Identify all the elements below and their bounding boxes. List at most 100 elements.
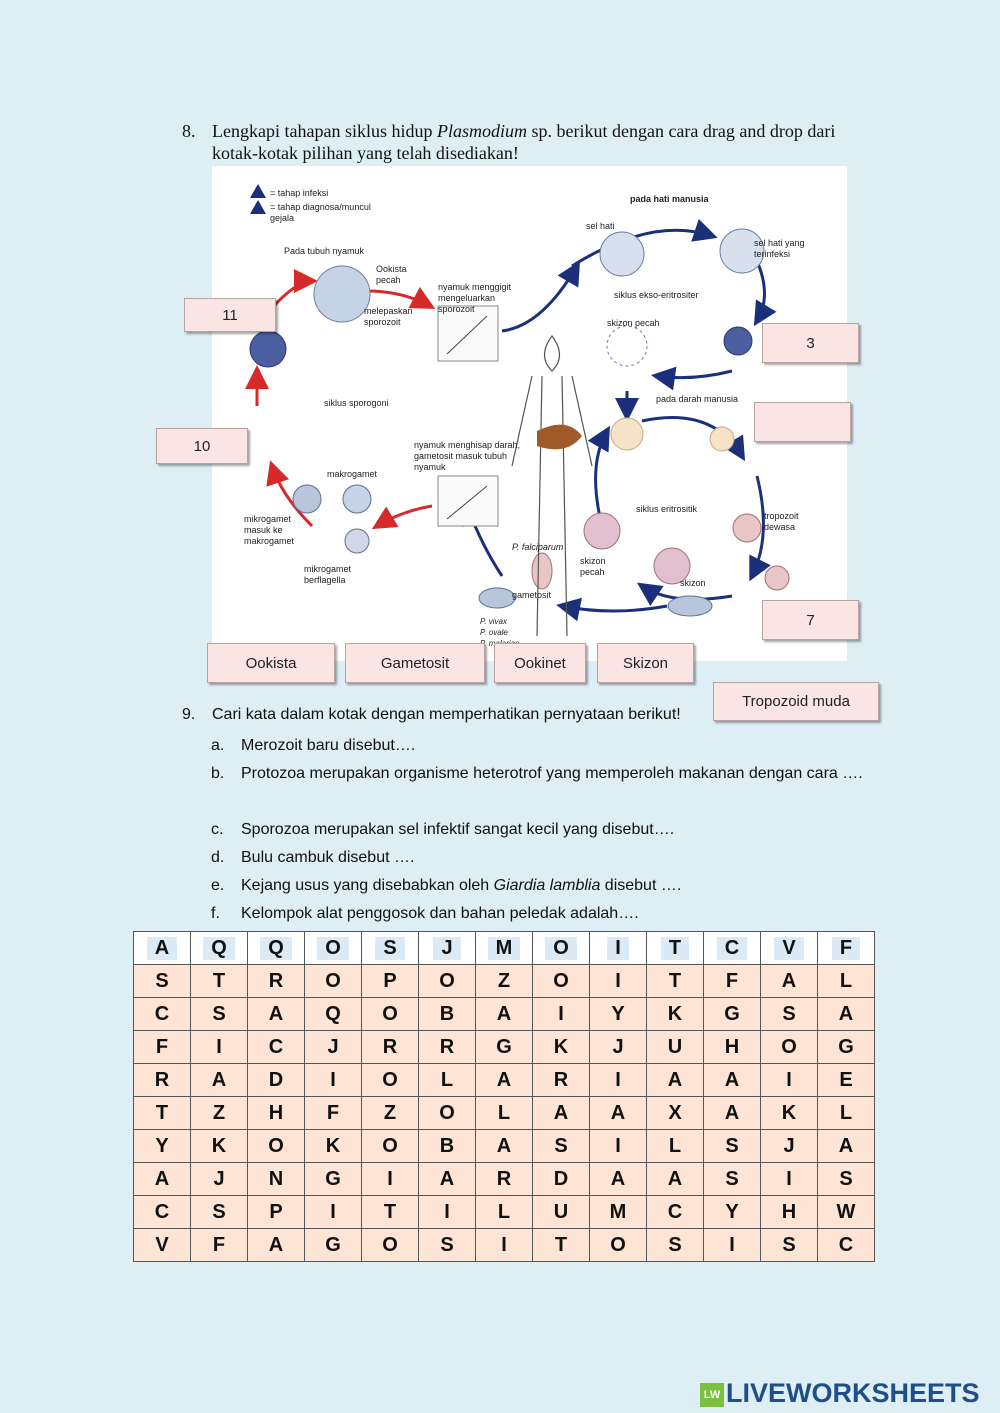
grid-cell[interactable]: O <box>361 1228 419 1262</box>
grid-cell[interactable]: A <box>589 1096 647 1130</box>
grid-cell[interactable]: W <box>817 1195 875 1229</box>
grid-cell[interactable]: S <box>703 1162 761 1196</box>
grid-cell[interactable]: A <box>703 1096 761 1130</box>
grid-cell[interactable]: A <box>646 1162 704 1196</box>
grid-cell[interactable]: P <box>361 964 419 998</box>
grid-cell[interactable]: S <box>760 1228 818 1262</box>
draggable-gametosit[interactable]: Gametosit <box>345 643 485 683</box>
grid-cell[interactable]: G <box>817 1030 875 1064</box>
grid-cell[interactable]: V <box>133 1228 191 1262</box>
drop-zone-11[interactable]: 11 <box>184 298 276 332</box>
grid-cell[interactable]: M <box>475 931 533 965</box>
grid-cell[interactable]: R <box>361 1030 419 1064</box>
drop-zone-7[interactable]: 7 <box>762 600 859 640</box>
draggable-ookista[interactable]: Ookista <box>207 643 335 683</box>
grid-cell[interactable]: G <box>304 1162 362 1196</box>
grid-cell[interactable]: L <box>418 1063 476 1097</box>
grid-cell[interactable]: A <box>133 931 191 965</box>
grid-cell[interactable]: A <box>817 1129 875 1163</box>
grid-cell[interactable]: T <box>190 964 248 998</box>
grid-cell[interactable]: A <box>646 1063 704 1097</box>
grid-cell[interactable]: O <box>361 997 419 1031</box>
grid-cell[interactable]: A <box>190 1063 248 1097</box>
grid-cell[interactable]: I <box>304 1195 362 1229</box>
grid-cell[interactable]: A <box>475 1063 533 1097</box>
grid-cell[interactable]: I <box>532 997 590 1031</box>
grid-cell[interactable]: G <box>475 1030 533 1064</box>
grid-cell[interactable]: C <box>817 1228 875 1262</box>
grid-cell[interactable]: A <box>760 964 818 998</box>
grid-cell[interactable]: I <box>589 931 647 965</box>
grid-cell[interactable]: K <box>304 1129 362 1163</box>
grid-cell[interactable]: F <box>703 964 761 998</box>
grid-cell[interactable]: F <box>190 1228 248 1262</box>
drop-zone-10[interactable]: 10 <box>156 428 248 464</box>
grid-cell[interactable]: I <box>703 1228 761 1262</box>
grid-cell[interactable]: O <box>418 1096 476 1130</box>
grid-cell[interactable]: J <box>760 1129 818 1163</box>
grid-cell[interactable]: I <box>589 964 647 998</box>
grid-cell[interactable]: K <box>532 1030 590 1064</box>
grid-cell[interactable]: G <box>703 997 761 1031</box>
grid-cell[interactable]: T <box>646 964 704 998</box>
grid-cell[interactable]: M <box>589 1195 647 1229</box>
grid-cell[interactable]: S <box>646 1228 704 1262</box>
grid-cell[interactable]: L <box>646 1129 704 1163</box>
grid-cell[interactable]: S <box>703 1129 761 1163</box>
grid-cell[interactable]: A <box>475 1129 533 1163</box>
grid-cell[interactable]: B <box>418 1129 476 1163</box>
grid-cell[interactable]: P <box>247 1195 305 1229</box>
grid-cell[interactable]: C <box>133 1195 191 1229</box>
grid-cell[interactable]: L <box>817 1096 875 1130</box>
grid-cell[interactable]: O <box>304 964 362 998</box>
grid-cell[interactable]: Y <box>133 1129 191 1163</box>
grid-cell[interactable]: A <box>247 1228 305 1262</box>
grid-cell[interactable]: A <box>475 997 533 1031</box>
grid-cell[interactable]: S <box>190 997 248 1031</box>
grid-cell[interactable]: S <box>418 1228 476 1262</box>
grid-cell[interactable]: T <box>361 1195 419 1229</box>
grid-cell[interactable]: F <box>304 1096 362 1130</box>
grid-cell[interactable]: C <box>133 997 191 1031</box>
drop-zone-blank[interactable] <box>754 402 851 442</box>
grid-cell[interactable]: I <box>361 1162 419 1196</box>
grid-cell[interactable]: A <box>133 1162 191 1196</box>
grid-cell[interactable]: O <box>589 1228 647 1262</box>
grid-cell[interactable]: D <box>532 1162 590 1196</box>
draggable-tropozoid-muda[interactable]: Tropozoid muda <box>713 682 879 721</box>
grid-cell[interactable]: H <box>703 1030 761 1064</box>
grid-cell[interactable]: Z <box>190 1096 248 1130</box>
grid-cell[interactable]: F <box>817 931 875 965</box>
grid-cell[interactable]: A <box>247 997 305 1031</box>
grid-cell[interactable]: O <box>418 964 476 998</box>
grid-cell[interactable]: K <box>760 1096 818 1130</box>
grid-cell[interactable]: I <box>589 1129 647 1163</box>
grid-cell[interactable]: H <box>760 1195 818 1229</box>
grid-cell[interactable]: I <box>760 1162 818 1196</box>
grid-cell[interactable]: R <box>532 1063 590 1097</box>
grid-cell[interactable]: E <box>817 1063 875 1097</box>
grid-cell[interactable]: I <box>190 1030 248 1064</box>
grid-cell[interactable]: A <box>532 1096 590 1130</box>
grid-cell[interactable]: T <box>532 1228 590 1262</box>
grid-cell[interactable]: K <box>190 1129 248 1163</box>
draggable-ookinet[interactable]: Ookinet <box>494 643 586 683</box>
grid-cell[interactable]: K <box>646 997 704 1031</box>
grid-cell[interactable]: R <box>475 1162 533 1196</box>
grid-cell[interactable]: R <box>418 1030 476 1064</box>
grid-cell[interactable]: C <box>646 1195 704 1229</box>
grid-cell[interactable]: S <box>190 1195 248 1229</box>
grid-cell[interactable]: T <box>133 1096 191 1130</box>
grid-cell[interactable]: I <box>475 1228 533 1262</box>
grid-cell[interactable]: O <box>532 964 590 998</box>
grid-cell[interactable]: U <box>532 1195 590 1229</box>
grid-cell[interactable]: T <box>646 931 704 965</box>
grid-cell[interactable]: I <box>418 1195 476 1229</box>
grid-cell[interactable]: O <box>361 1129 419 1163</box>
grid-cell[interactable]: Q <box>247 931 305 965</box>
grid-cell[interactable]: S <box>532 1129 590 1163</box>
grid-cell[interactable]: Q <box>190 931 248 965</box>
grid-cell[interactable]: Q <box>304 997 362 1031</box>
grid-cell[interactable]: B <box>418 997 476 1031</box>
grid-cell[interactable]: C <box>703 931 761 965</box>
